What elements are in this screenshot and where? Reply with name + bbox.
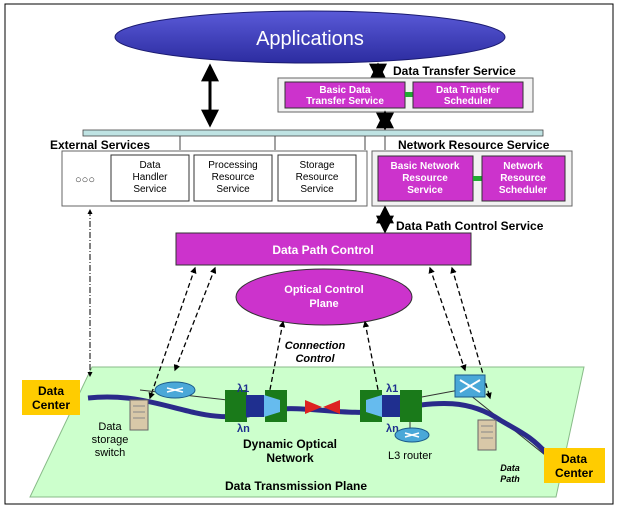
- l3-router-label: L3 router: [388, 450, 432, 462]
- bowtie-left-icon: [305, 400, 322, 414]
- applications-ellipse: [114, 10, 506, 64]
- lambda-1-right: λ1: [386, 383, 398, 395]
- data-transfer-scheduler-box: [412, 81, 524, 109]
- data-transfer-scheduler-line1: Data Transfer: [436, 85, 500, 96]
- network-resource-scheduler-box: [481, 155, 566, 202]
- processing-line3: Service: [216, 184, 250, 195]
- connection-control-line1: Connection: [285, 340, 346, 352]
- data-storage-switch-line2: storage: [92, 434, 129, 446]
- data-path-control-box: [175, 232, 472, 266]
- router-l3-icon: [394, 427, 430, 443]
- basic-nrs-line3: Service: [407, 185, 443, 196]
- data-transfer-scheduler-line2: Scheduler: [444, 96, 492, 107]
- green-port-left-1: [225, 390, 247, 422]
- data-handler-line1: Data: [139, 160, 161, 171]
- data-center-right-box: [544, 448, 605, 483]
- storage-server-left-icon: [129, 399, 149, 431]
- data-handler-line3: Service: [133, 184, 167, 195]
- data-path-line1: Data: [500, 463, 520, 473]
- green-port-right-1: [400, 390, 422, 422]
- external-services-title: External Services: [50, 138, 150, 152]
- router-left-icon: [154, 381, 196, 399]
- data-path-line2: Path: [500, 474, 520, 484]
- processing-line2: Resource: [212, 172, 255, 183]
- storage-resource-service-box: [277, 154, 357, 202]
- data-center-right-line1: Data: [561, 452, 587, 466]
- dts-link: [405, 92, 413, 97]
- data-center-right-line2: Center: [555, 466, 593, 480]
- nrs-scheduler-line3: Scheduler: [499, 185, 547, 196]
- bowtie-right-icon: [323, 400, 340, 414]
- data-center-left-line2: Center: [32, 398, 70, 412]
- nrs-scheduler-line1: Network: [503, 161, 543, 172]
- oxc-left-amp-icon: [264, 395, 280, 417]
- network-resource-service-title: Network Resource Service: [398, 138, 550, 152]
- switch-right-icon: [454, 374, 486, 398]
- ocp-to-oxc-right-arrow: [362, 320, 383, 402]
- data-center-left-line1: Data: [38, 384, 64, 398]
- data-handler-line2: Handler: [132, 172, 168, 183]
- storage-line2: Resource: [296, 172, 339, 183]
- optical-control-plane-ellipse: [235, 268, 413, 326]
- basic-network-resource-service-box: [377, 155, 474, 202]
- basic-data-transfer-service-box: [284, 81, 406, 109]
- nrs-link: [473, 176, 482, 181]
- optical-control-plane-line2: Plane: [309, 298, 338, 310]
- applications-label: Applications: [256, 28, 364, 50]
- dynamic-optical-network-line2: Network: [266, 451, 314, 465]
- connection-control-line2: Control: [295, 353, 335, 365]
- lambda-n-right: λn: [386, 423, 399, 435]
- lambda-1-left: λ1: [237, 383, 249, 395]
- storage-line3: Service: [300, 184, 334, 195]
- service-bus: [82, 129, 544, 137]
- nrs-scheduler-line2: Resource: [500, 173, 546, 184]
- data-center-left-box: [22, 380, 80, 415]
- processing-line1: Processing: [208, 160, 257, 171]
- optical-control-plane-line1: Optical Control: [284, 284, 363, 296]
- dynamic-optical-network-line1: Dynamic Optical: [243, 437, 337, 451]
- dpc-to-storage-left-arrow: [148, 266, 197, 400]
- ocp-to-oxc-left-arrow: [265, 320, 286, 402]
- data-storage-switch-line1: Data: [98, 421, 122, 433]
- oxc-left-icon: [246, 395, 264, 417]
- storage-server-right-icon: [477, 419, 497, 451]
- oxc-right-amp-icon: [366, 395, 382, 417]
- ellipsis-icon: ○○○: [75, 174, 95, 186]
- data-transfer-service-title: Data Transfer Service: [393, 64, 516, 78]
- lambda-n-left: λn: [237, 423, 250, 435]
- basic-nrs-line1: Basic Network: [391, 161, 460, 172]
- basic-data-transfer-line1: Basic Data: [319, 85, 371, 96]
- basic-data-transfer-line2: Transfer Service: [306, 96, 384, 107]
- basic-nrs-line2: Resource: [402, 173, 448, 184]
- processing-resource-service-box: [193, 154, 273, 202]
- data-path-control-service-label: Data Path Control Service: [396, 219, 544, 233]
- data-storage-switch-line3: switch: [95, 447, 126, 459]
- data-transmission-plane-label: Data Transmission Plane: [225, 479, 367, 493]
- data-path-control-label: Data Path Control: [272, 243, 373, 257]
- data-transmission-plane: [29, 366, 585, 498]
- storage-line1: Storage: [299, 160, 334, 171]
- data-handler-service-box: [110, 154, 190, 202]
- oxc-right-icon: [382, 395, 400, 417]
